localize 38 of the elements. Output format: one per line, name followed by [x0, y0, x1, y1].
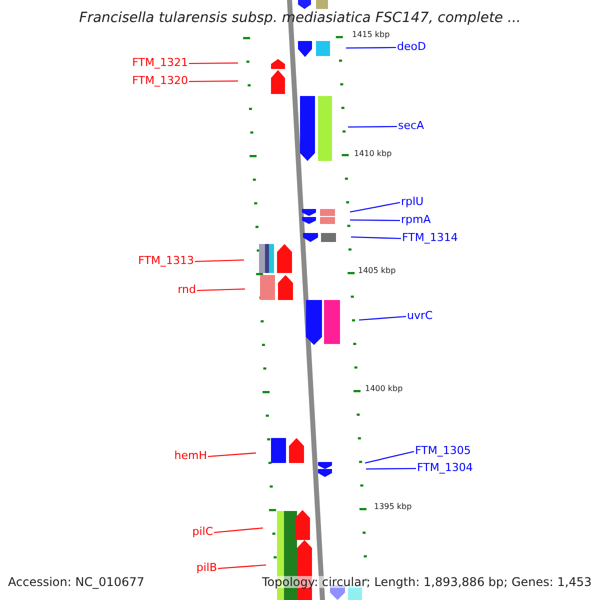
scale-label: 1395 kbp	[374, 503, 412, 511]
leader-line	[194, 259, 244, 262]
leader-line	[218, 564, 266, 570]
leader-line	[366, 468, 416, 470]
gene-label: FTM_1320	[132, 75, 188, 86]
leader-line	[196, 288, 246, 292]
title: Francisella tularensis subsp. mediasiatica FSC147, complete ...	[78, 11, 522, 25]
scale-label: 1400 kbp	[365, 385, 403, 393]
leader-line	[350, 236, 402, 240]
leader-line	[350, 219, 400, 222]
leader-line	[189, 62, 238, 64]
gene-label: rnd	[178, 284, 196, 295]
gene-label: hemH	[174, 450, 207, 461]
gene-label: FTM_1314	[402, 232, 458, 243]
leader-line	[208, 452, 256, 458]
leader-line	[214, 527, 264, 534]
gene-label: FTM_1313	[138, 255, 194, 266]
leader-line	[350, 202, 400, 213]
gene-label: secA	[398, 120, 424, 131]
leader-line	[364, 450, 414, 464]
leader-line	[346, 46, 396, 49]
gene-label: pilC	[192, 526, 213, 537]
leader-line	[189, 80, 238, 82]
gene-label: FTM_1304	[417, 462, 473, 473]
gene-label: FTM_1305	[415, 445, 471, 456]
footer-text: Accession: NC_010677	[8, 576, 144, 588]
scale-label: 1405 kbp	[358, 267, 396, 275]
gene-label: rpmA	[401, 214, 431, 225]
footer-text: Topology: circular; Length: 1,893,886 bp; Genes: 1,453	[262, 576, 592, 588]
gene-label: uvrC	[407, 310, 433, 321]
scale-label: 1410 kbp	[354, 150, 392, 158]
gene-label: deoD	[397, 41, 426, 52]
leader-line	[358, 316, 406, 321]
gene-label: rplU	[401, 196, 424, 207]
gene-label: FTM_1321	[132, 57, 188, 68]
gene-label: pilB	[196, 562, 217, 573]
leader-line	[348, 126, 397, 128]
scale-label: 1415 kbp	[352, 31, 390, 39]
